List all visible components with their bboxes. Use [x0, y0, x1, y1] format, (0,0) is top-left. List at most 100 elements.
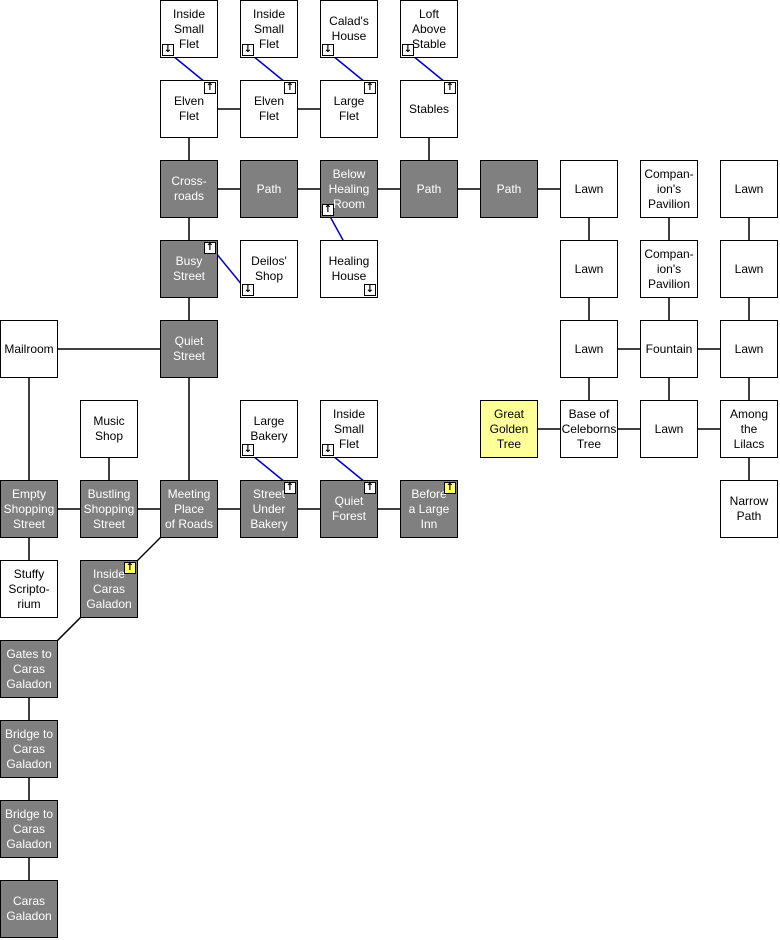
room-label: Empty Shopping Street: [3, 486, 55, 531]
room-bridge-to-caras-galadon-2[interactable]: Bridge to Caras Galadon: [0, 800, 58, 858]
room-label: Stuffy Scripto- rium: [8, 566, 50, 611]
room-label: Quiet Forest: [331, 494, 366, 523]
room-label: Path: [416, 181, 442, 196]
room-label: Inside Small Flet: [252, 6, 286, 51]
room-companions-pavilion-2[interactable]: Compan- ion's Pavilion: [640, 240, 698, 298]
room-mailroom[interactable]: Mailroom: [0, 320, 58, 378]
room-label: Great Golden Tree: [489, 406, 529, 451]
room-label: Path: [256, 181, 282, 196]
room-meeting-place-of-roads[interactable]: Meeting Place of Roads: [160, 480, 218, 538]
up-arrow-icon[interactable]: ↑: [284, 82, 296, 94]
room-label: Street Under Bakery: [250, 486, 288, 531]
room-label: Deilos' Shop: [251, 254, 287, 283]
room-great-golden-tree[interactable]: Great Golden Tree: [480, 400, 538, 458]
room-bridge-to-caras-galadon-1[interactable]: Bridge to Caras Galadon: [0, 720, 58, 778]
room-busy-street[interactable]: Busy Street↑: [160, 240, 218, 298]
up-arrow-icon[interactable]: ↑: [284, 482, 296, 494]
room-label: Bridge to Caras Galadon: [4, 806, 54, 851]
room-before-a-large-inn[interactable]: Before a Large Inn↑: [400, 480, 458, 538]
up-arrow-icon[interactable]: ↑: [204, 242, 216, 254]
room-bustling-shopping-street[interactable]: Bustling Shopping Street: [80, 480, 138, 538]
up-arrow-icon[interactable]: ↑: [124, 562, 136, 574]
down-arrow-icon[interactable]: ↓: [322, 44, 334, 56]
room-label: Lawn: [734, 261, 764, 276]
room-label: Lawn: [574, 261, 604, 276]
room-quiet-forest[interactable]: Quiet Forest↑: [320, 480, 378, 538]
room-elven-flet-2[interactable]: Elven Flet↑: [240, 80, 298, 138]
room-large-flet[interactable]: Large Flet↑: [320, 80, 378, 138]
room-narrow-path[interactable]: Narrow Path: [720, 480, 778, 538]
room-among-the-lilacs[interactable]: Among the Lilacs: [720, 400, 778, 458]
room-label: Quiet Street: [172, 334, 205, 363]
down-arrow-icon[interactable]: ↓: [242, 444, 254, 456]
room-lawn-6[interactable]: Lawn: [720, 320, 778, 378]
room-label: Fountain: [645, 341, 693, 356]
room-lawn-7[interactable]: Lawn: [640, 400, 698, 458]
room-label: Elven Flet: [253, 94, 285, 123]
room-caras-galadon[interactable]: Caras Galadon: [0, 880, 58, 938]
room-companions-pavilion-1[interactable]: Compan- ion's Pavilion: [640, 160, 698, 218]
room-label: Lawn: [734, 181, 764, 196]
room-label: Meeting Place of Roads: [164, 486, 214, 531]
room-label: Healing House: [328, 254, 370, 283]
room-label: Inside Caras Galadon: [86, 566, 132, 611]
up-arrow-icon[interactable]: ↑: [322, 204, 334, 216]
room-label: Loft Above Stable: [411, 6, 447, 51]
down-arrow-icon[interactable]: ↓: [322, 444, 334, 456]
up-arrow-icon[interactable]: ↑: [364, 82, 376, 94]
room-inside-small-flet-2[interactable]: Inside Small Flet↓: [240, 0, 298, 58]
room-label: Large Flet: [333, 94, 365, 123]
room-label: Elven Flet: [173, 94, 205, 123]
room-inside-small-flet-1[interactable]: Inside Small Flet↓: [160, 0, 218, 58]
room-label: Large Bakery: [250, 414, 288, 443]
room-large-bakery[interactable]: Large Bakery↓: [240, 400, 298, 458]
room-quiet-street[interactable]: Quiet Street: [160, 320, 218, 378]
room-loft-above-stable[interactable]: Loft Above Stable↓: [400, 0, 458, 58]
room-stuffy-scriptorium[interactable]: Stuffy Scripto- rium: [0, 560, 58, 618]
down-arrow-icon[interactable]: ↓: [162, 44, 174, 56]
room-stables[interactable]: Stables↑: [400, 80, 458, 138]
up-arrow-icon[interactable]: ↑: [364, 482, 376, 494]
room-label: Lawn: [574, 181, 604, 196]
down-arrow-icon[interactable]: ↓: [364, 284, 376, 296]
up-arrow-icon[interactable]: ↑: [444, 482, 456, 494]
room-crossroads[interactable]: Cross- roads: [160, 160, 218, 218]
room-label: Below Healing Room: [328, 166, 370, 211]
room-calads-house[interactable]: Calad's House↓: [320, 0, 378, 58]
room-path-1[interactable]: Path: [240, 160, 298, 218]
room-lawn-3[interactable]: Lawn: [560, 240, 618, 298]
room-label: Compan- ion's Pavilion: [644, 166, 694, 211]
room-healing-house[interactable]: Healing House↓: [320, 240, 378, 298]
room-label: Narrow Path: [729, 494, 769, 523]
up-arrow-icon[interactable]: ↑: [204, 82, 216, 94]
room-music-shop[interactable]: Music Shop: [80, 400, 138, 458]
room-elven-flet-1[interactable]: Elven Flet↑: [160, 80, 218, 138]
room-path-2[interactable]: Path: [400, 160, 458, 218]
room-label: Music Shop: [93, 414, 125, 443]
room-below-healing-room[interactable]: Below Healing Room↑: [320, 160, 378, 218]
down-arrow-icon[interactable]: ↓: [242, 44, 254, 56]
room-label: Bustling Shopping Street: [83, 486, 135, 531]
room-label: Before a Large Inn: [408, 486, 450, 531]
room-base-of-celeborns-tree[interactable]: Base of Celeborns Tree: [560, 400, 618, 458]
room-gates-to-caras-galadon[interactable]: Gates to Caras Galadon: [0, 640, 58, 698]
room-inside-small-flet-3[interactable]: Inside Small Flet↓: [320, 400, 378, 458]
room-label: Cross- roads: [171, 174, 207, 203]
down-arrow-icon[interactable]: ↓: [242, 284, 254, 296]
room-empty-shopping-street[interactable]: Empty Shopping Street: [0, 480, 58, 538]
room-lawn-5[interactable]: Lawn: [560, 320, 618, 378]
room-deilos-shop[interactable]: Deilos' Shop↓: [240, 240, 298, 298]
room-label: Gates to Caras Galadon: [6, 646, 52, 691]
room-label: Bridge to Caras Galadon: [4, 726, 54, 771]
down-arrow-icon[interactable]: ↓: [402, 44, 414, 56]
room-lawn-4[interactable]: Lawn: [720, 240, 778, 298]
room-lawn-2[interactable]: Lawn: [720, 160, 778, 218]
room-label: Base of Celeborns Tree: [561, 406, 617, 451]
up-arrow-icon[interactable]: ↑: [444, 82, 456, 94]
room-street-under-bakery[interactable]: Street Under Bakery↑: [240, 480, 298, 538]
room-inside-caras-galadon[interactable]: Inside Caras Galadon↑: [80, 560, 138, 618]
room-lawn-1[interactable]: Lawn: [560, 160, 618, 218]
room-fountain[interactable]: Fountain: [640, 320, 698, 378]
room-path-3[interactable]: Path: [480, 160, 538, 218]
